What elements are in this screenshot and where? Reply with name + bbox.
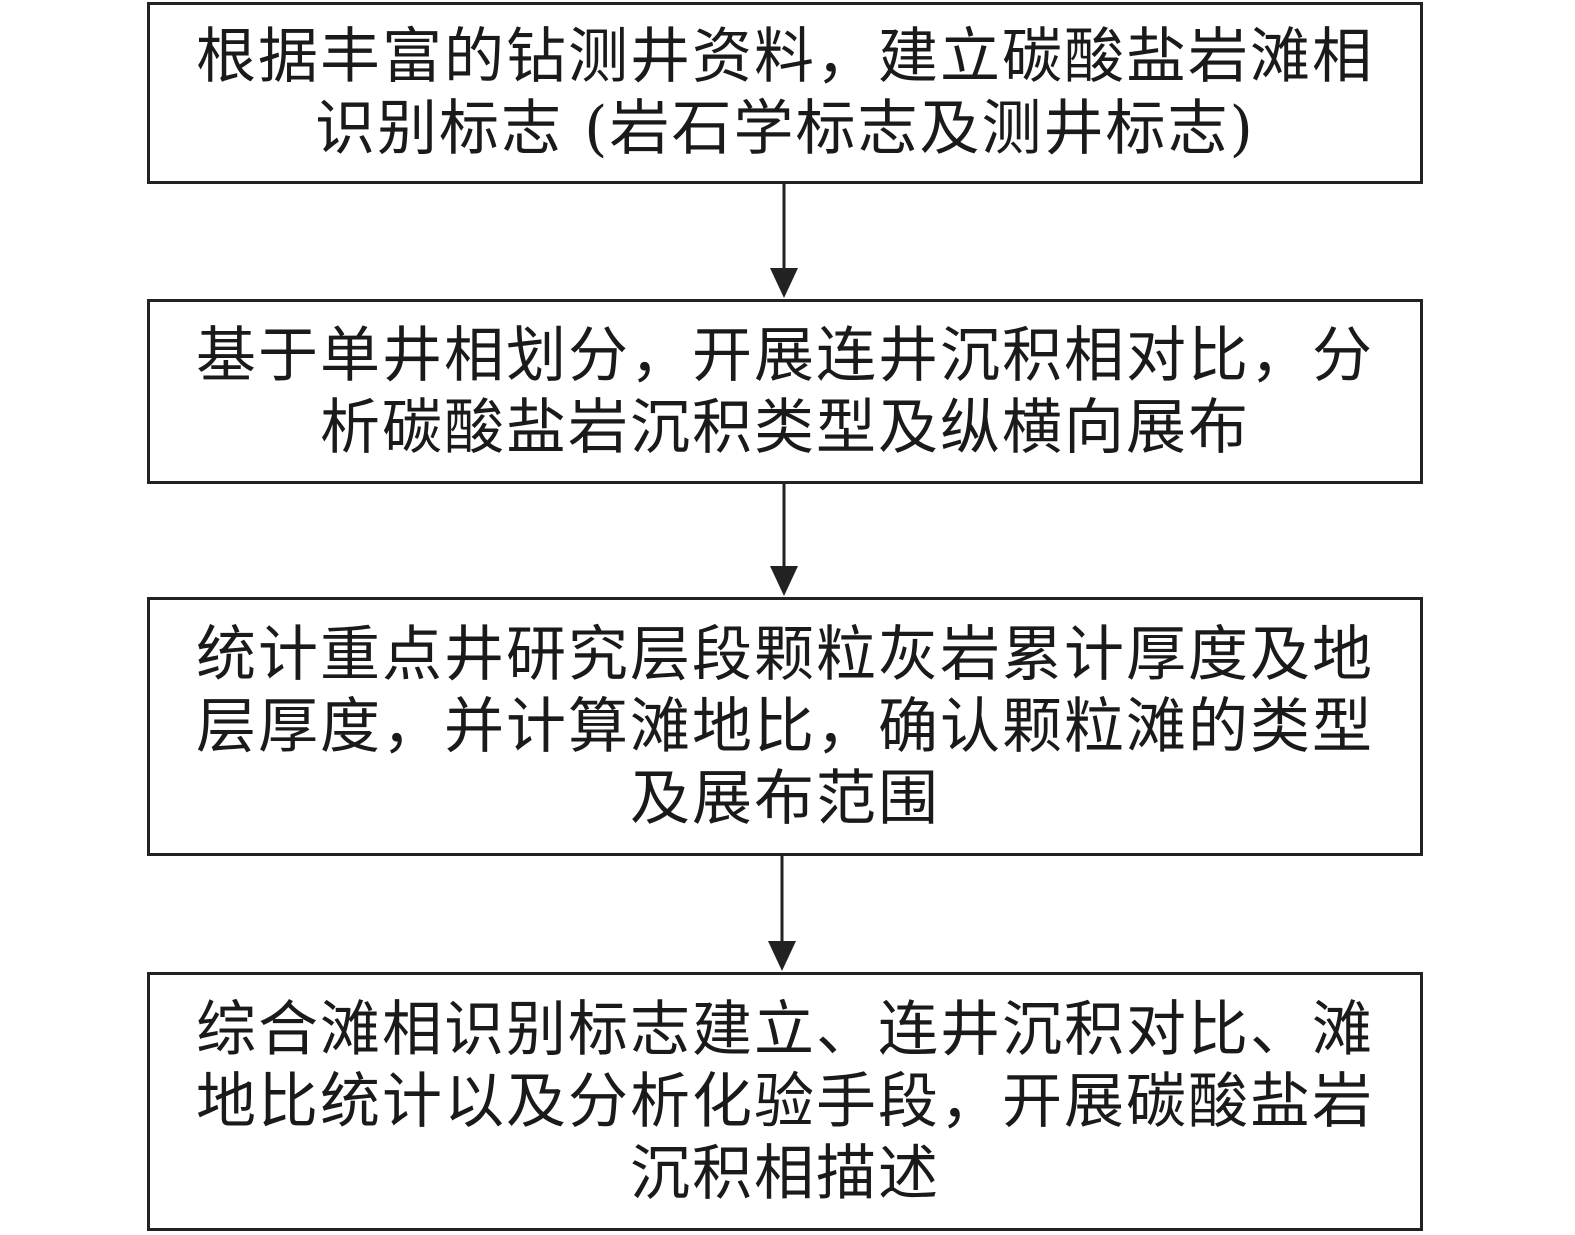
step-4-box: 综合滩相识别标志建立、连井沉积对比、滩 地比统计以及分析化验手段，开展碳酸盐岩 … xyxy=(147,972,1423,1231)
arrow-3-to-4 xyxy=(768,855,796,971)
step-3-box: 统计重点井研究层段颗粒灰岩累计厚度及地 层厚度，并计算滩地比，确认颗粒滩的类型 … xyxy=(147,597,1423,856)
step-text-line: 综合滩相识别标志建立、连井沉积对比、滩 xyxy=(196,994,1374,1065)
step-text-line: 根据丰富的钻测井资料，建立碳酸盐岩滩相 xyxy=(196,22,1374,92)
step-text-line: 及展布范围 xyxy=(630,763,940,834)
step-text-line: 识别标志 (岩石学标志及测井标志) xyxy=(315,94,1255,164)
arrow-2-to-3 xyxy=(770,483,798,596)
step-text-line: 沉积相描述 xyxy=(630,1138,940,1209)
step-text-line: 基于单井相划分，开展连井沉积相对比，分 xyxy=(196,320,1374,391)
step-text-line: 统计重点井研究层段颗粒灰岩累计厚度及地 xyxy=(196,619,1374,690)
step-text-line: 地比统计以及分析化验手段，开展碳酸盐岩 xyxy=(196,1066,1374,1137)
step-1-box: 根据丰富的钻测井资料，建立碳酸盐岩滩相 识别标志 (岩石学标志及测井标志) xyxy=(147,2,1423,184)
step-text-line: 析碳酸盐岩沉积类型及纵横向展布 xyxy=(320,392,1250,463)
arrow-1-to-2 xyxy=(770,183,798,298)
step-text-line: 层厚度，并计算滩地比，确认颗粒滩的类型 xyxy=(196,691,1374,762)
step-2-box: 基于单井相划分，开展连井沉积相对比，分 析碳酸盐岩沉积类型及纵横向展布 xyxy=(147,299,1423,484)
